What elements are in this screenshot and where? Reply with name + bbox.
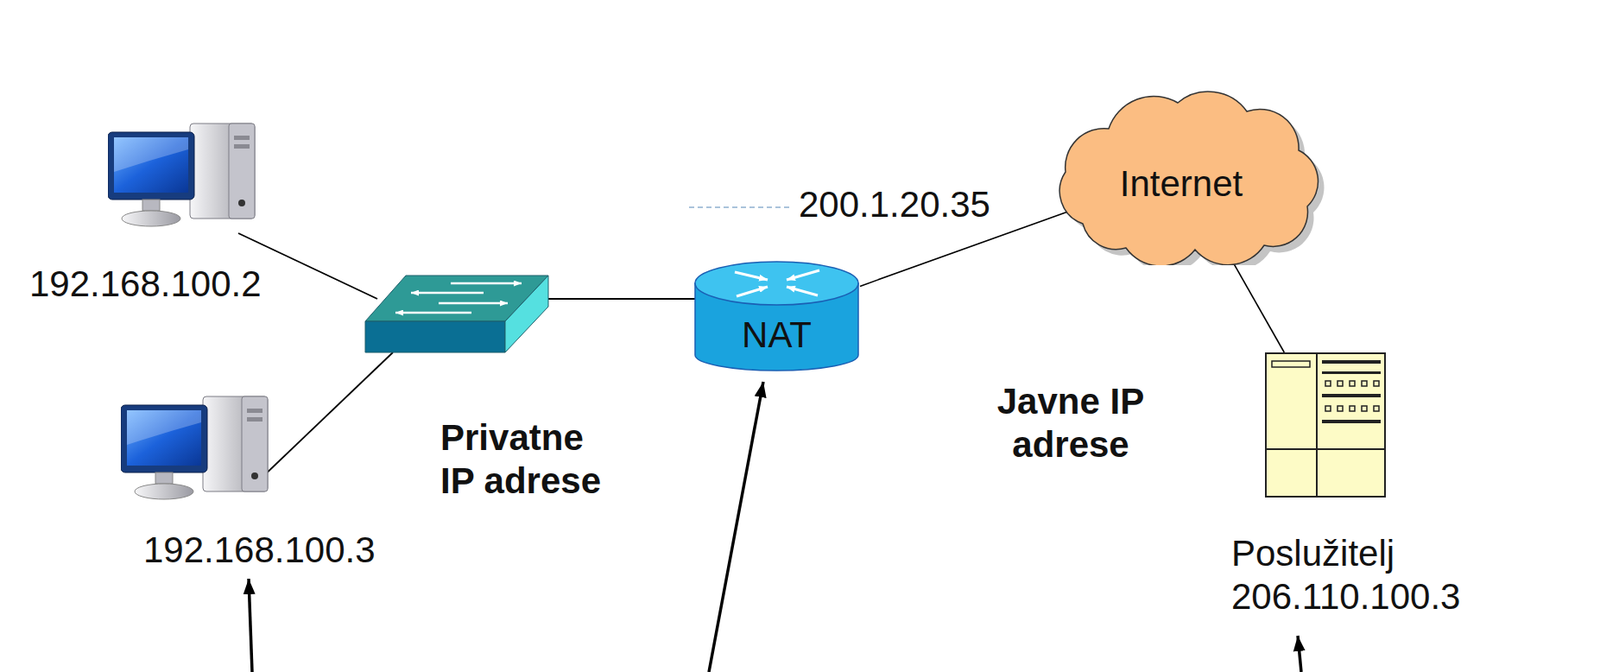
edge-label: 200.1.20.35 <box>798 183 991 227</box>
pointer-arrow <box>1297 635 1302 672</box>
device-label: NAT <box>693 259 861 357</box>
computer: 192.168.100.3 <box>120 392 376 572</box>
computer: 192.168.100.2 <box>29 120 268 306</box>
switch-arrows <box>395 283 522 313</box>
dashed-guide <box>689 206 793 209</box>
pc-symbol <box>120 396 268 500</box>
server-symbol <box>1265 353 1385 497</box>
switch-front <box>365 321 506 353</box>
device-label: Internet <box>1030 76 1332 206</box>
server: Poslužitelj 206.110.100.3 <box>1231 352 1478 620</box>
pc-icon <box>107 120 268 237</box>
region-label: Javne IP adrese <box>967 379 1175 468</box>
region-ellipse <box>843 1 1600 672</box>
region-label: Privatne IP adrese <box>440 416 618 504</box>
switch-side <box>505 275 549 353</box>
ip-address: 192.168.100.3 <box>143 528 376 572</box>
server-icon <box>1264 352 1386 498</box>
pointer-arrow <box>248 578 253 672</box>
lan-wire <box>548 297 696 300</box>
public-region: Javne IP adrese InternetPoslužitelj 206.1… <box>841 0 1600 672</box>
ip-address: 192.168.100.2 <box>29 262 268 306</box>
pointer-arrows <box>248 381 1302 672</box>
pointer-arrow <box>708 381 764 672</box>
private-region: Privatne IP adrese 192.168.100.2 192.168.1… <box>0 40 726 628</box>
switch-symbol <box>365 275 549 353</box>
pc-symbol <box>107 123 255 227</box>
lan-wire <box>259 352 393 481</box>
device-label: Poslužitelj 206.110.100.3 <box>1231 531 1478 620</box>
internet-cloud: Internet <box>1030 76 1332 266</box>
region-ellipse <box>1 42 725 627</box>
nat-router: NAT <box>693 259 861 373</box>
pc-icon <box>120 392 281 510</box>
